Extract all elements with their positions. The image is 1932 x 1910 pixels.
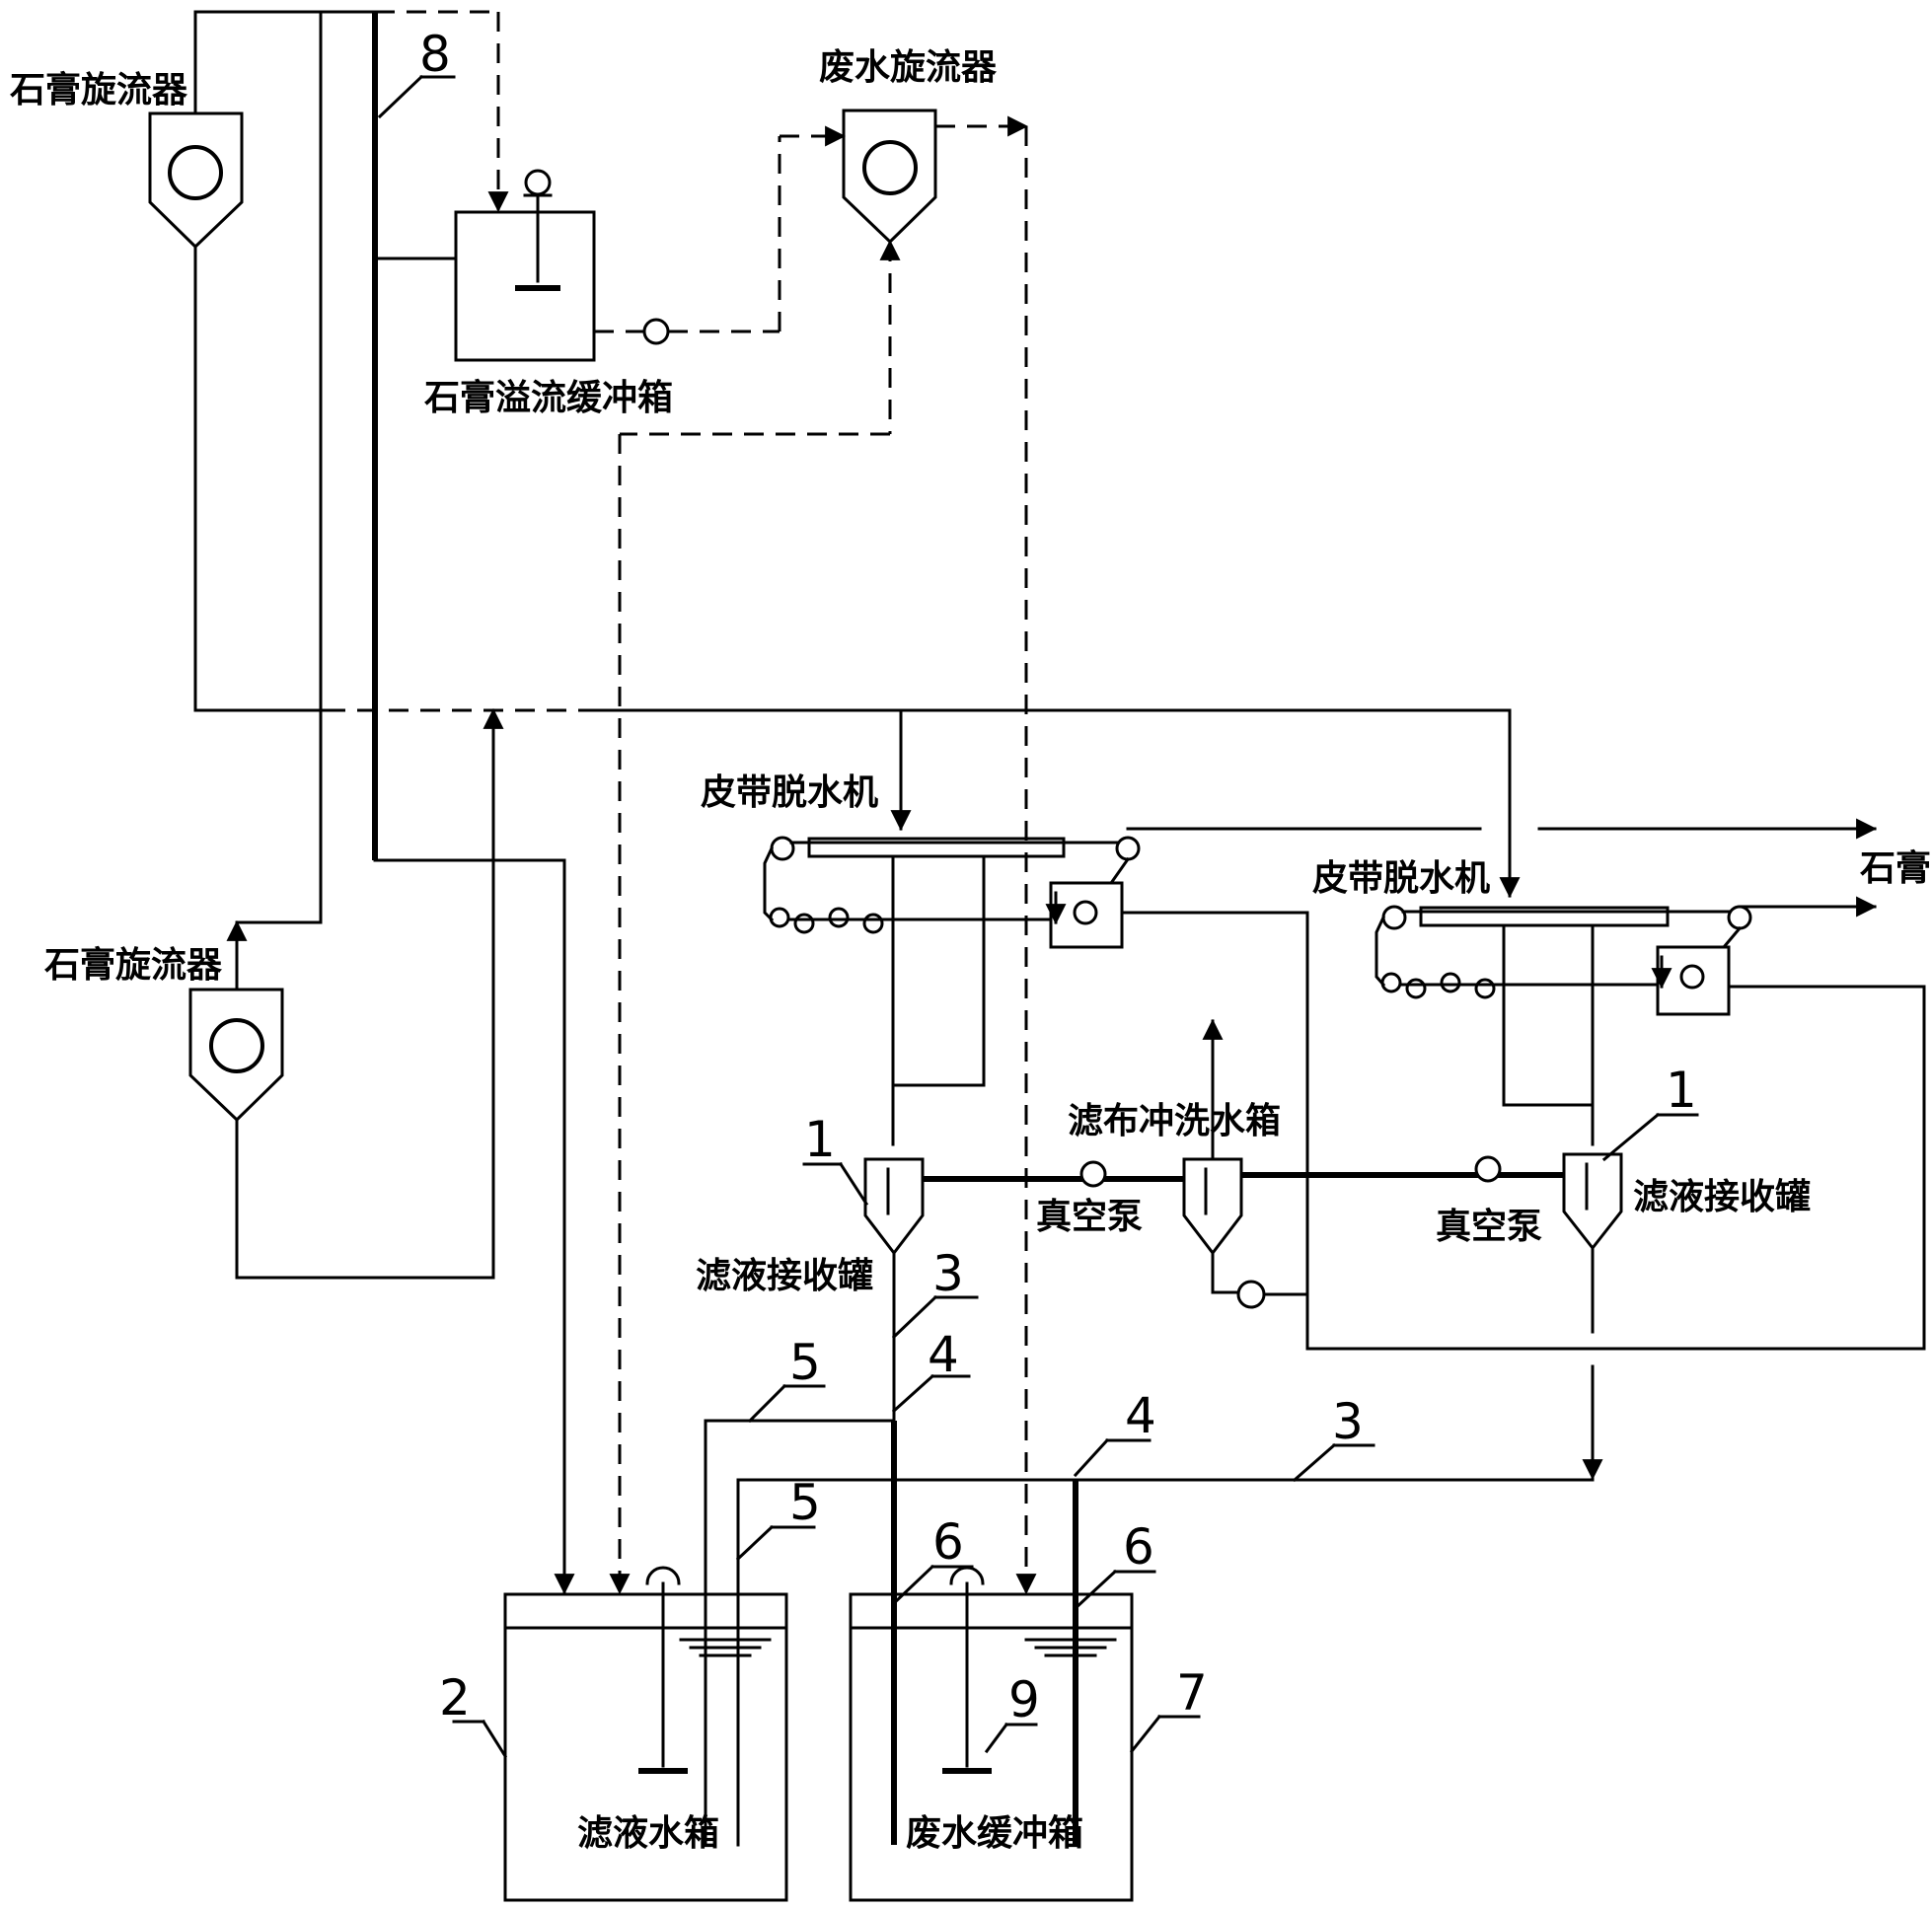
filtrate-tank-label: 滤液水箱 <box>577 1813 719 1854</box>
callout-2: 2 <box>439 1669 471 1726</box>
wastewater-cyclone-label: 废水旋流器 <box>819 47 998 88</box>
gypsum-cyclone-left-label: 石膏旋流器 <box>44 945 223 986</box>
gypsum-cyclone-left <box>188 988 284 1123</box>
cloth-wash-return <box>1120 911 1926 1351</box>
callout-3a: 3 <box>932 1245 964 1302</box>
vacuum-lines <box>923 1155 1564 1188</box>
filtrate-outlet-lines <box>704 1246 1603 1847</box>
gypsum-overflow-tank <box>454 169 596 362</box>
callout-8: 8 <box>419 26 451 83</box>
wastewater-cyclone <box>842 109 937 245</box>
belt-filter-2-label: 皮带脱水机 <box>1312 858 1490 899</box>
callout-1b: 1 <box>1666 1062 1697 1119</box>
gypsum-cyclone-top-label: 石膏旋流器 <box>10 70 188 110</box>
belt-filter-2 <box>1375 708 1752 1146</box>
wastewater-buffer-tank-label: 废水缓冲箱 <box>906 1813 1083 1854</box>
filtrate-receiver-2-label: 滤液接收罐 <box>1633 1177 1811 1217</box>
vacuum-pump-1-icon <box>1079 1160 1107 1188</box>
callout-7: 7 <box>1176 1664 1208 1722</box>
wash-pump-icon <box>1236 1280 1266 1309</box>
wastewater-dashed-piping <box>594 115 1037 1595</box>
filtrate-receiver-2 <box>1562 1152 1623 1251</box>
callout-3b: 3 <box>1332 1393 1364 1450</box>
callout-4b: 4 <box>1125 1387 1156 1444</box>
belt-filter-1-label: 皮带脱水机 <box>701 772 878 813</box>
overflow-pump-icon <box>642 318 670 345</box>
belt-filter-1 <box>763 708 1141 1146</box>
callout-leaders <box>377 74 1699 1759</box>
vacuum-pump-2-label: 真空泵 <box>1436 1207 1542 1247</box>
gypsum-product-lines <box>1126 818 1878 918</box>
filtrate-receiver-1 <box>863 1157 925 1256</box>
callout-4a: 4 <box>928 1326 959 1383</box>
cloth-wash-tank-label: 滤布冲洗水箱 <box>1068 1101 1281 1141</box>
gypsum-cyclone-top <box>148 111 244 250</box>
vacuum-pump-1-label: 真空泵 <box>1036 1197 1143 1237</box>
top-piping <box>193 10 1512 1595</box>
callout-6a: 6 <box>932 1513 964 1571</box>
cloth-wash-tank <box>1182 1018 1243 1256</box>
callout-5a: 5 <box>789 1334 821 1391</box>
filtrate-receiver-1-label: 滤液接收罐 <box>696 1256 873 1296</box>
callout-9: 9 <box>1008 1671 1040 1728</box>
vacuum-pump-2-icon <box>1474 1155 1502 1183</box>
gypsum-overflow-tank-label: 石膏溢流缓冲箱 <box>424 378 673 418</box>
filtrate-tank <box>503 1566 788 1902</box>
callout-5b: 5 <box>789 1474 821 1531</box>
callout-6b: 6 <box>1123 1518 1154 1576</box>
gypsum-product-label: 石膏 <box>1860 848 1931 889</box>
wastewater-buffer-tank <box>849 1566 1134 1902</box>
callout-1a: 1 <box>804 1111 836 1168</box>
